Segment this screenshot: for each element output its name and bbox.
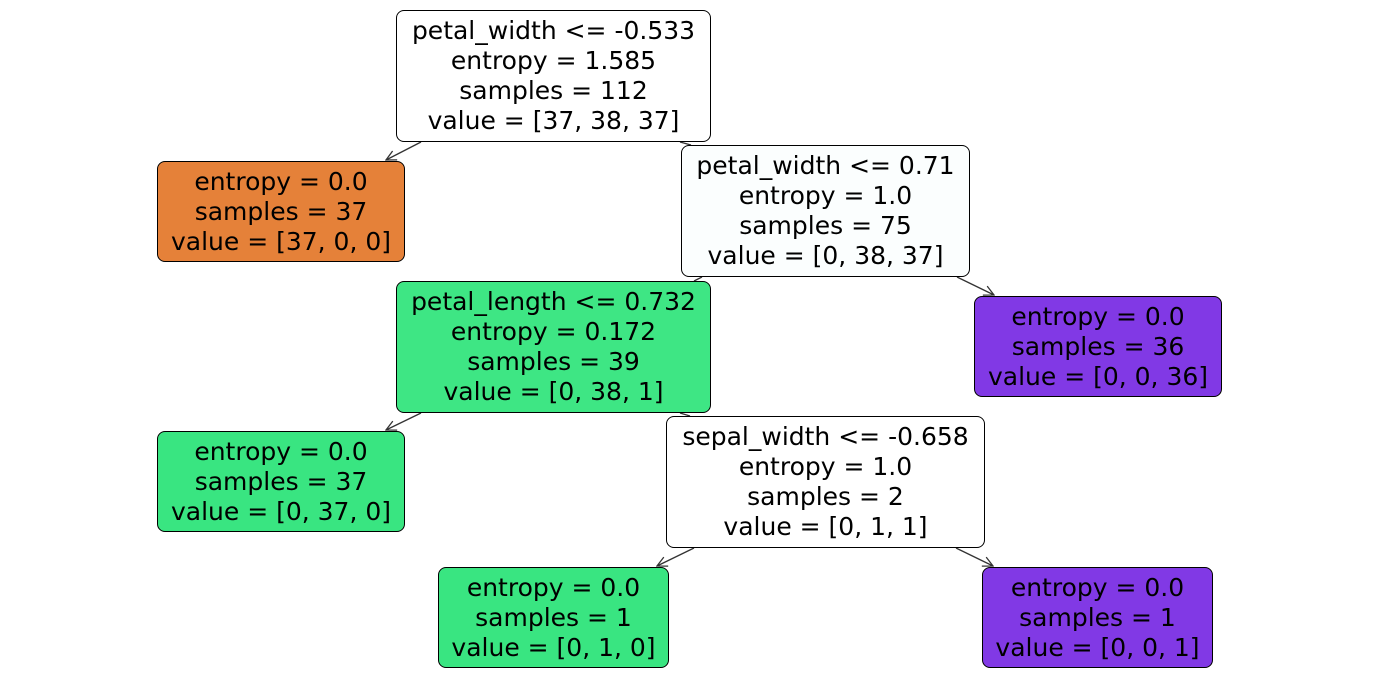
node-split-condition: sepal_width <= -0.658 bbox=[682, 422, 969, 451]
edge-node-2-to-node-4 bbox=[956, 276, 994, 295]
node-value: value = [0, 38, 1] bbox=[443, 377, 664, 406]
edge-root-to-node-2 bbox=[679, 141, 692, 146]
tree-leaf-class-2-small: entropy = 0.0 samples = 1 value = [0, 0,… bbox=[982, 567, 1213, 668]
node-split-condition: petal_length <= 0.732 bbox=[411, 287, 696, 316]
tree-node-sepal-width-split: sepal_width <= -0.658 entropy = 1.0 samp… bbox=[666, 416, 985, 548]
tree-node-root-petal-width-split: petal_width <= -0.533 entropy = 1.585 sa… bbox=[396, 10, 711, 142]
node-split-condition: petal_width <= 0.71 bbox=[696, 151, 955, 180]
tree-leaf-class-1: entropy = 0.0 samples = 37 value = [0, 3… bbox=[157, 431, 405, 532]
node-samples: samples = 37 bbox=[194, 466, 368, 496]
node-entropy: entropy = 0.0 bbox=[466, 572, 641, 602]
node-entropy: entropy = 1.0 bbox=[738, 452, 913, 481]
node-samples: samples = 36 bbox=[1011, 331, 1185, 361]
edge-node-6-to-node-8 bbox=[955, 547, 993, 566]
edge-node-3-to-node-6 bbox=[679, 412, 691, 417]
edge-node-2-to-node-3 bbox=[693, 276, 703, 282]
node-value: value = [0, 38, 37] bbox=[707, 241, 944, 270]
node-entropy: entropy = 0.0 bbox=[194, 166, 368, 196]
node-entropy: entropy = 0.0 bbox=[1011, 301, 1185, 331]
node-entropy: entropy = 0.172 bbox=[450, 317, 657, 346]
node-value: value = [0, 37, 0] bbox=[170, 496, 392, 526]
tree-node-petal-width-split: petal_width <= 0.71 entropy = 1.0 sample… bbox=[681, 145, 970, 277]
edge-node-3-to-node-5 bbox=[386, 412, 422, 430]
node-samples: samples = 2 bbox=[747, 482, 904, 511]
node-samples: samples = 112 bbox=[459, 76, 648, 105]
node-value: value = [0, 0, 1] bbox=[995, 632, 1200, 662]
node-entropy: entropy = 1.0 bbox=[738, 181, 913, 210]
node-samples: samples = 1 bbox=[1019, 602, 1176, 632]
tree-node-petal-length-split: petal_length <= 0.732 entropy = 0.172 sa… bbox=[396, 281, 711, 413]
node-value: value = [37, 38, 37] bbox=[427, 106, 680, 135]
edge-node-6-to-node-7 bbox=[657, 547, 695, 566]
node-samples: samples = 37 bbox=[194, 196, 368, 226]
node-samples: samples = 1 bbox=[475, 602, 632, 632]
node-entropy: entropy = 0.0 bbox=[194, 436, 368, 466]
node-value: value = [0, 1, 1] bbox=[723, 512, 928, 541]
node-entropy: entropy = 1.585 bbox=[450, 46, 657, 75]
node-value: value = [37, 0, 0] bbox=[170, 226, 392, 256]
tree-leaf-class-2: entropy = 0.0 samples = 36 value = [0, 0… bbox=[974, 296, 1222, 397]
node-split-condition: petal_width <= -0.533 bbox=[411, 16, 696, 45]
node-entropy: entropy = 0.0 bbox=[1010, 572, 1185, 602]
node-value: value = [0, 0, 36] bbox=[987, 361, 1209, 391]
node-value: value = [0, 1, 0] bbox=[451, 632, 656, 662]
tree-leaf-class-1-small: entropy = 0.0 samples = 1 value = [0, 1,… bbox=[438, 567, 669, 668]
node-samples: samples = 39 bbox=[467, 347, 640, 376]
node-samples: samples = 75 bbox=[739, 211, 912, 240]
tree-leaf-class-0: entropy = 0.0 samples = 37 value = [37, … bbox=[157, 161, 405, 262]
edge-root-to-node-1 bbox=[386, 141, 422, 160]
